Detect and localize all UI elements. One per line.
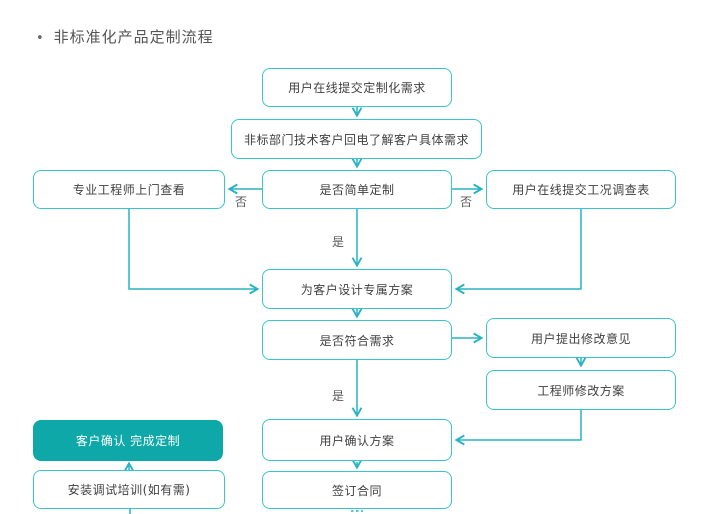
flow-node-user-confirm: 用户确认方案 [262, 419, 452, 461]
bullet-icon: • [36, 31, 45, 46]
edge-label-yes-lower: 是 [331, 389, 344, 403]
arrow-survey-to-design [454, 209, 582, 295]
edge-label-yes-upper: 是 [331, 235, 344, 249]
arrow-visit-to-design [128, 209, 260, 295]
flow-node-survey-form: 用户在线提交工况调查表 [486, 170, 676, 209]
flow-node-install-training: 安装调试培训(如有需) [33, 470, 225, 509]
flow-node-submit-requirement: 用户在线提交定制化需求 [262, 68, 452, 107]
flow-node-engineer-modify: 工程师修改方案 [486, 370, 676, 410]
arrow-modify-to-confirm [454, 410, 582, 446]
flow-node-simple-custom: 是否简单定制 [262, 170, 452, 209]
flow-node-confirm-complete: 客户确认 完成定制 [33, 420, 223, 461]
flow-node-sign-contract: 签订合同 [262, 471, 452, 509]
page-title-text: 非标准化产品定制流程 [53, 28, 214, 46]
flow-node-engineer-visit: 专业工程师上门查看 [33, 170, 225, 209]
flow-node-callback: 非标部门技术客户回电了解客户具体需求 [231, 119, 482, 159]
flow-node-user-feedback: 用户提出修改意见 [486, 318, 676, 358]
edge-label-no-right: 否 [459, 195, 472, 209]
flow-node-design-solution: 为客户设计专属方案 [262, 269, 452, 309]
flow-node-meets-requirement: 是否符合需求 [262, 320, 452, 360]
edge-label-no-left: 否 [234, 195, 247, 209]
page-title: • 非标准化产品定制流程 [36, 26, 214, 47]
